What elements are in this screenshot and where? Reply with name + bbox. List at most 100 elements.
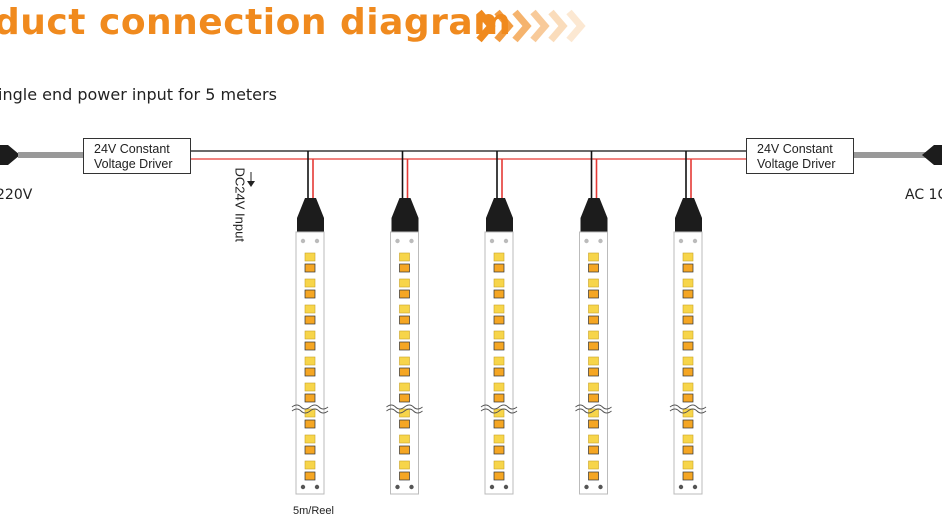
led-chip-icon bbox=[588, 471, 599, 481]
led-chip-icon bbox=[682, 304, 694, 314]
led-chip-icon bbox=[399, 419, 410, 429]
led-chip-icon bbox=[304, 278, 316, 288]
solder-pad bbox=[584, 484, 589, 490]
led-chip-icon bbox=[588, 315, 599, 325]
solder-pad bbox=[409, 484, 414, 490]
led-chip-icon bbox=[493, 367, 505, 377]
cut-mark-icon bbox=[575, 404, 612, 410]
led-chip-icon bbox=[399, 304, 410, 314]
cut-mark-icon bbox=[291, 408, 329, 414]
led-strip bbox=[291, 151, 329, 495]
led-chip-icon bbox=[682, 434, 694, 444]
solder-pad bbox=[314, 238, 320, 244]
driver-right-line1: 24V Constant bbox=[757, 142, 833, 156]
solder-pad bbox=[300, 238, 306, 244]
solder-pad bbox=[489, 484, 495, 490]
led-chip-icon bbox=[682, 471, 694, 481]
driver-box-left: 24V Constant Voltage Driver bbox=[83, 138, 191, 174]
solder-pad bbox=[692, 238, 698, 244]
led-chip-icon bbox=[304, 460, 316, 470]
led-chip-icon bbox=[399, 471, 410, 481]
dc-input-arrow-icon bbox=[247, 172, 255, 187]
bus-wires bbox=[191, 150, 746, 160]
led-chip-icon bbox=[588, 289, 599, 299]
led-chip-icon bbox=[588, 460, 599, 470]
led-chip-icon bbox=[304, 471, 316, 481]
led-chip-icon bbox=[588, 434, 599, 444]
led-chip-icon bbox=[304, 356, 316, 366]
solder-pad bbox=[598, 484, 603, 490]
cut-mark-icon bbox=[386, 404, 423, 410]
led-chip-icon bbox=[399, 460, 410, 470]
led-chip-icon bbox=[304, 252, 316, 262]
led-chip-icon bbox=[682, 393, 694, 403]
led-chip-icon bbox=[304, 393, 316, 403]
led-chip-icon bbox=[399, 393, 410, 403]
led-chip-icon bbox=[304, 419, 316, 429]
solder-pad bbox=[395, 484, 400, 490]
ac-right-label: AC 1C bbox=[905, 187, 942, 203]
led-chip-icon bbox=[682, 460, 694, 470]
strip-connector-icon bbox=[580, 198, 608, 232]
driver-left-line2: Voltage Driver bbox=[94, 157, 173, 171]
dc-input-label: DC24V Input bbox=[232, 167, 248, 242]
solder-pad bbox=[584, 238, 589, 244]
led-chip-icon bbox=[493, 252, 505, 262]
led-chip-icon bbox=[682, 252, 694, 262]
solder-pad bbox=[300, 484, 306, 490]
led-chip-icon bbox=[304, 330, 316, 340]
cut-mark-icon bbox=[575, 408, 612, 414]
solder-pad bbox=[395, 238, 400, 244]
led-chip-icon bbox=[588, 252, 599, 262]
ac-left-label: 220V bbox=[0, 187, 33, 203]
cut-mark-icon bbox=[480, 408, 518, 414]
ac-plug-icon bbox=[0, 145, 83, 165]
led-chip-icon bbox=[493, 382, 505, 392]
strip-connector-icon bbox=[486, 198, 513, 232]
led-chip-icon bbox=[682, 330, 694, 340]
cut-mark-icon bbox=[669, 404, 707, 410]
cut-mark-icon bbox=[669, 408, 707, 414]
led-chip-icon bbox=[682, 367, 694, 377]
led-chip-icon bbox=[399, 252, 410, 262]
led-chip-icon bbox=[493, 289, 505, 299]
led-chip-icon bbox=[682, 445, 694, 455]
led-chip-icon bbox=[493, 330, 505, 340]
led-strips bbox=[291, 151, 707, 495]
chevrons-right-icon bbox=[476, 9, 586, 43]
led-chip-icon bbox=[588, 445, 599, 455]
led-chip-icon bbox=[399, 263, 410, 273]
led-strip bbox=[575, 151, 612, 495]
led-chip-icon bbox=[682, 356, 694, 366]
led-chip-icon bbox=[399, 382, 410, 392]
led-chip-icon bbox=[304, 367, 316, 377]
solder-pad bbox=[598, 238, 603, 244]
led-chip-icon bbox=[493, 278, 505, 288]
led-chip-icon bbox=[304, 382, 316, 392]
led-chip-icon bbox=[682, 278, 694, 288]
solder-pad bbox=[314, 484, 320, 490]
led-chip-icon bbox=[588, 263, 599, 273]
driver-right-line2: Voltage Driver bbox=[757, 157, 836, 171]
led-chip-icon bbox=[682, 419, 694, 429]
led-chip-icon bbox=[493, 304, 505, 314]
led-chip-icon bbox=[588, 330, 599, 340]
led-strip bbox=[386, 151, 423, 495]
page-title: duct connection diagram bbox=[0, 2, 512, 43]
solder-pad bbox=[678, 484, 684, 490]
driver-box-right: 24V Constant Voltage Driver bbox=[746, 138, 854, 174]
led-chip-icon bbox=[399, 315, 410, 325]
led-chip-icon bbox=[304, 263, 316, 273]
led-strip bbox=[480, 151, 518, 495]
led-chip-icon bbox=[493, 471, 505, 481]
solder-pad bbox=[503, 238, 509, 244]
led-chip-icon bbox=[399, 445, 410, 455]
led-chip-icon bbox=[304, 289, 316, 299]
solder-pad bbox=[692, 484, 698, 490]
solder-pad bbox=[489, 238, 495, 244]
cut-mark-icon bbox=[480, 404, 518, 410]
led-chip-icon bbox=[304, 434, 316, 444]
led-chip-icon bbox=[588, 278, 599, 288]
led-chip-icon bbox=[493, 445, 505, 455]
